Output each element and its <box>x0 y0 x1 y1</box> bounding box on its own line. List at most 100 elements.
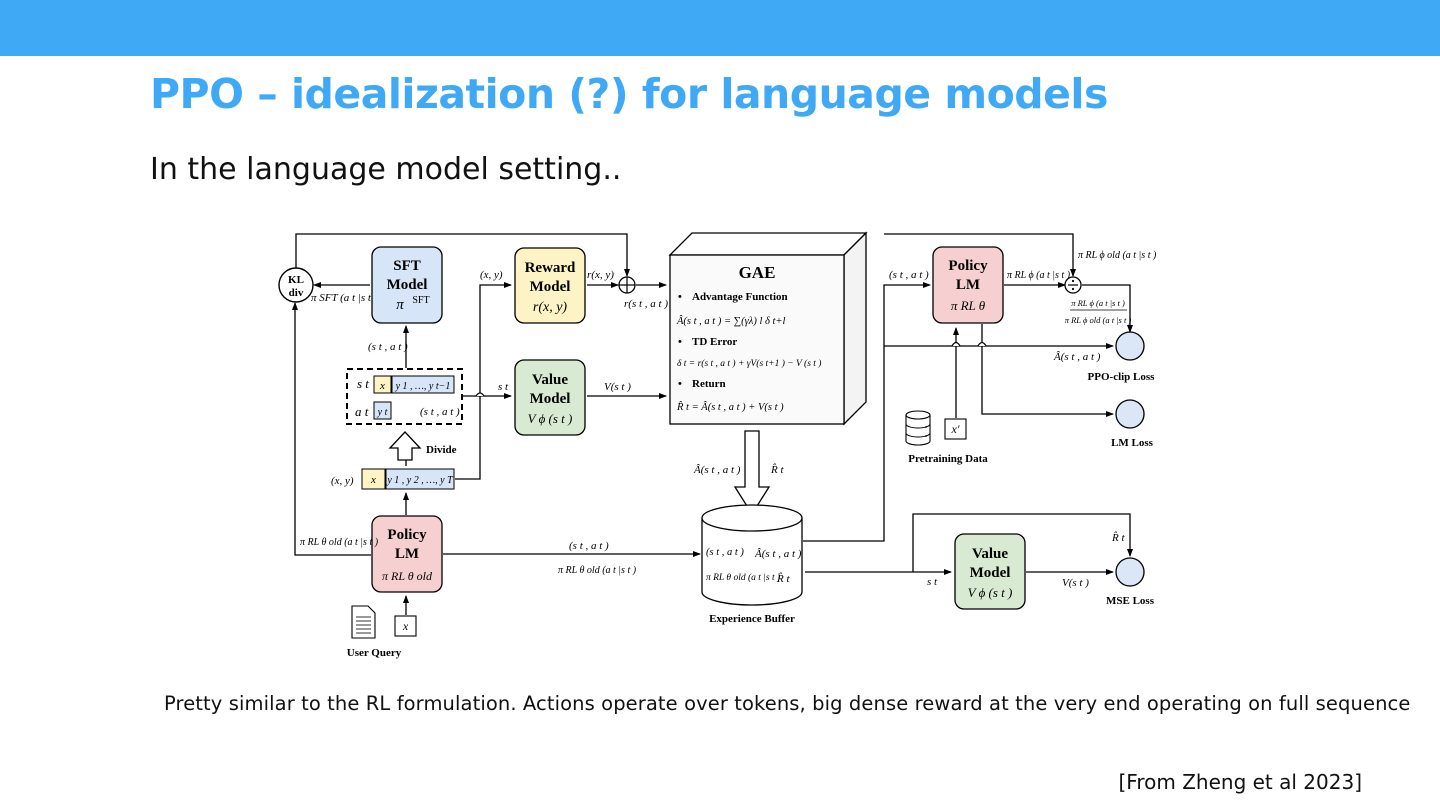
a-hat-right-label: Â(s t , a t ) <box>1053 351 1101 363</box>
svg-text:r(x, y): r(x, y) <box>533 300 568 315</box>
buffer-in-pi-label: π RL θ old (a t |s t ) <box>558 565 637 576</box>
svg-text:δ t = r(s t , a t ) + γV(s t+1: δ t = r(s t , a t ) + γV(s t+1 ) − V (s … <box>677 358 821 369</box>
sft-model-box: SFT Model π SFT <box>371 246 443 324</box>
pi-old-top-label: π RL ϕ old (a t |s t ) <box>1078 250 1157 261</box>
svg-text:s t: s t <box>357 376 369 391</box>
svg-text:SFT: SFT <box>412 295 429 306</box>
svg-text:LM: LM <box>395 546 419 562</box>
svg-text:π RL θ old: π RL θ old <box>382 569 433 583</box>
svg-text:V ϕ (s t ): V ϕ (s t ) <box>968 585 1013 600</box>
st-label: s t <box>498 381 509 393</box>
r-hat-value-label: R̂ t <box>1111 531 1125 544</box>
svg-text:PPO-clip Loss: PPO-clip Loss <box>1088 371 1156 383</box>
svg-text:•: • <box>678 336 682 348</box>
lm-loss-node: LM Loss <box>1111 399 1154 449</box>
divide-node <box>1064 276 1082 294</box>
svg-text:π RL θ: π RL θ <box>951 298 986 313</box>
svg-text:Divide: Divide <box>426 444 457 456</box>
gae-box: GAE • Advantage Function Â(s t , a t ) =… <box>668 231 868 426</box>
st-value-label: s t <box>927 576 938 588</box>
svg-text:MSE Loss: MSE Loss <box>1106 595 1155 607</box>
gae-to-buffer-arrow <box>733 430 771 516</box>
pi-sft-label: π SFT (a t |s t ) <box>311 292 378 304</box>
policy-lm-old-box: Policy LM π RL θ old <box>371 515 443 593</box>
svg-text:Advantage Function: Advantage Function <box>692 291 788 303</box>
slide-subtitle: In the language model setting.. <box>150 152 622 187</box>
svg-text:(s t , a t ): (s t , a t ) <box>706 547 744 558</box>
svg-text:a t: a t <box>355 404 369 419</box>
buffer-in-state-label: (s t , a t ) <box>569 540 609 552</box>
svg-text:Value: Value <box>532 372 568 388</box>
svg-text:π RL θ old (a t |s t ): π RL θ old (a t |s t ) <box>706 572 780 583</box>
ratio-fraction: π RL ϕ (a t |s t ) π RL ϕ old (a t |s t … <box>1065 298 1132 325</box>
experience-buffer: (s t , a t ) Â(s t , a t ) π RL θ old (a… <box>701 504 803 625</box>
svg-text:R̂ t: R̂ t <box>776 572 790 585</box>
top-accent-bar <box>0 0 1440 56</box>
value-model-2-box: Value Model V ϕ (s t ) <box>954 533 1026 610</box>
value-model-box: Value Model V ϕ (s t ) <box>514 359 586 436</box>
svg-text:R̂ t = Â(s t , a t ) + V(s t ): R̂ t = Â(s t , a t ) + V(s t ) <box>676 400 784 413</box>
xy-reward-label: (x, y) <box>480 269 503 281</box>
svg-text:Return: Return <box>692 378 726 390</box>
svg-text:y 1 , …, y t−1: y 1 , …, y t−1 <box>395 381 451 392</box>
state-action-label: (s t , a t ) <box>368 341 408 353</box>
mse-loss-node: MSE Loss <box>1106 557 1155 607</box>
svg-text:div: div <box>289 287 304 299</box>
svg-text:x: x <box>370 474 376 486</box>
svg-text:y t: y t <box>377 407 388 418</box>
svg-text:Reward: Reward <box>525 260 576 276</box>
v-st-value-label: V(s t ) <box>1062 577 1089 589</box>
svg-text:Pretraining Data: Pretraining Data <box>908 453 988 465</box>
document-icon <box>351 605 376 639</box>
user-query: x User Query <box>347 605 417 659</box>
svg-text:KL: KL <box>288 274 304 286</box>
svg-text:Model: Model <box>970 565 1011 581</box>
slide-caption: Pretty similar to the RL formulation. Ac… <box>164 692 1411 715</box>
line-hops <box>475 341 987 397</box>
svg-text:TD Error: TD Error <box>692 336 737 348</box>
pi-phi-label: π RL ϕ (a t |s t ) <box>1007 270 1071 281</box>
svg-text:π RL ϕ (a t |s t ): π RL ϕ (a t |s t ) <box>1071 298 1125 308</box>
sequence-block: (x, y) x y 1 , y 2 , …, y T <box>331 468 455 490</box>
reward-model-box: Reward Model r(x, y) <box>514 247 586 324</box>
svg-text:x: x <box>402 619 409 633</box>
svg-text:(x, y): (x, y) <box>331 475 354 487</box>
a-hat-label: Â(s t , a t ) <box>693 464 741 476</box>
sum-node <box>618 276 636 294</box>
r-hat-label: R̂ t <box>770 463 784 476</box>
v-st-label: V(s t ) <box>604 381 631 393</box>
svg-text:x′: x′ <box>951 422 960 436</box>
svg-text:(s t , a t ): (s t , a t ) <box>420 406 460 418</box>
svg-text:•: • <box>678 291 682 303</box>
svg-text:Experience Buffer: Experience Buffer <box>709 613 795 625</box>
svg-text:Policy: Policy <box>948 258 988 274</box>
kl-div-node: KL div <box>278 267 314 303</box>
pretraining-data: x′ Pretraining Data <box>905 410 988 465</box>
svg-text:V ϕ (s t ): V ϕ (s t ) <box>528 411 573 426</box>
svg-text:SFT: SFT <box>393 258 421 274</box>
svg-text:User Query: User Query <box>347 647 402 659</box>
svg-text:Model: Model <box>387 277 428 293</box>
svg-text:Model: Model <box>530 391 571 407</box>
svg-text:x: x <box>379 380 385 392</box>
database-icon <box>905 410 931 446</box>
st-at-right-label: (s t , a t ) <box>889 269 929 281</box>
r-st-at-label: r(s t , a t ) <box>624 298 668 310</box>
svg-text:Model: Model <box>530 279 571 295</box>
svg-text:π: π <box>396 297 404 313</box>
svg-text:π RL ϕ old (a t |s t ): π RL ϕ old (a t |s t ) <box>1065 315 1132 325</box>
slide-title: PPO – idealization (?) for language mode… <box>150 70 1108 118</box>
rxy-label: r(x, y) <box>587 269 614 281</box>
state-block: s t x y 1 , …, y t−1 a t y t (s t , a t … <box>346 368 463 425</box>
divide-arrow: Divide <box>388 431 457 461</box>
svg-text:LM: LM <box>956 277 980 293</box>
svg-text:GAE: GAE <box>739 263 776 282</box>
policy-lm-new-box: Policy LM π RL θ <box>932 246 1004 324</box>
svg-text:Â(s t , a t ): Â(s t , a t ) <box>754 548 802 560</box>
svg-text:Value: Value <box>972 546 1008 562</box>
svg-text:•: • <box>678 378 682 390</box>
citation: [From Zheng et al 2023] <box>1118 770 1363 794</box>
ppo-clip-loss-node: PPO-clip Loss <box>1088 331 1156 383</box>
svg-text:Policy: Policy <box>387 527 427 543</box>
